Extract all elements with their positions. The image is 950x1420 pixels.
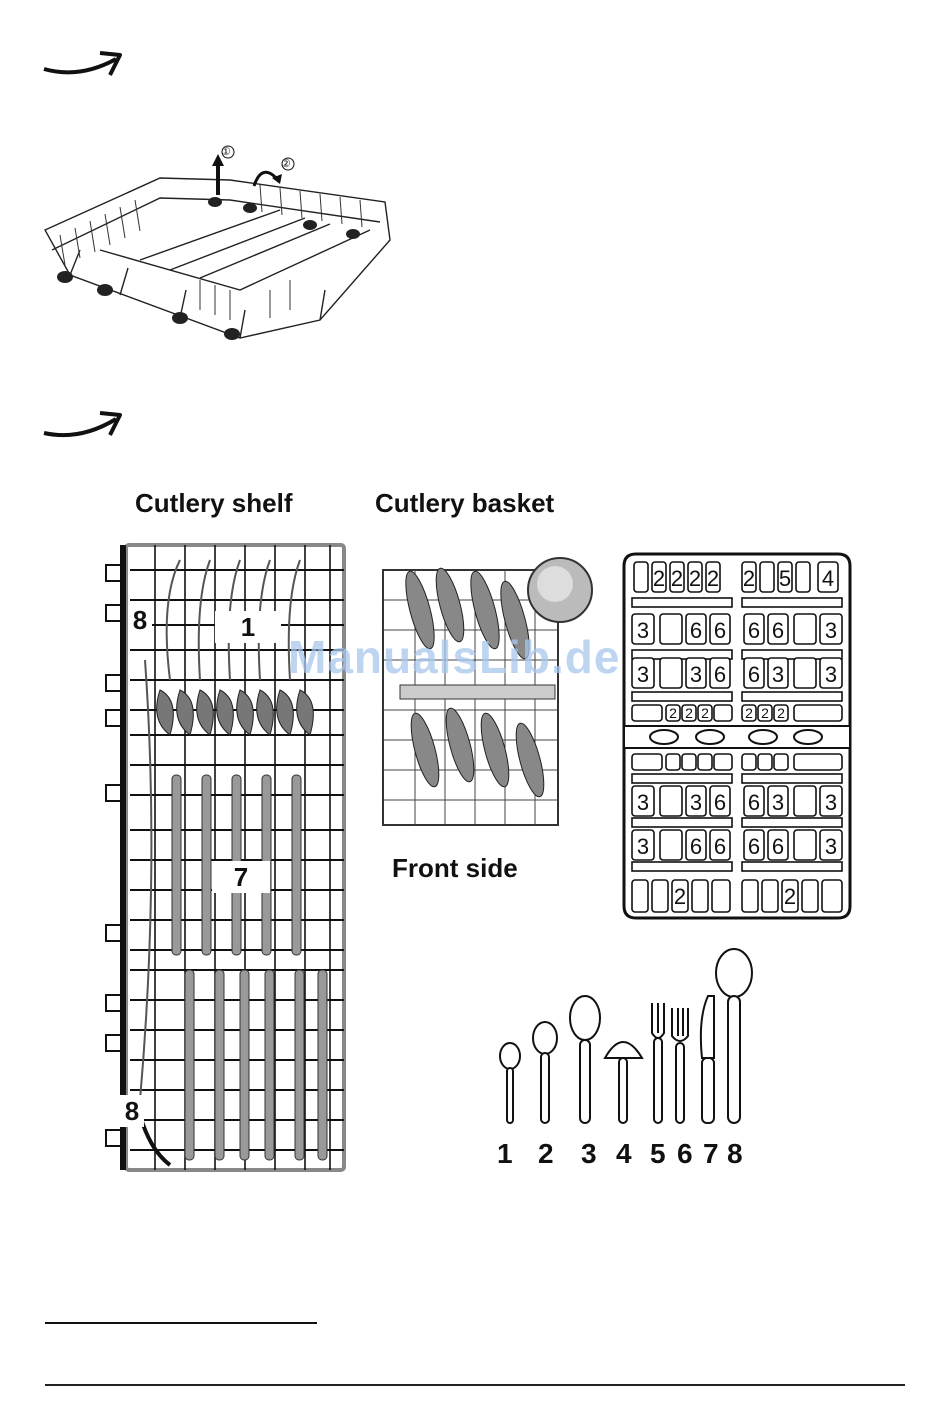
utensil-number: 8 bbox=[727, 1138, 743, 1170]
utensil-number: 3 bbox=[581, 1138, 597, 1170]
tray-small-2: 2 bbox=[701, 705, 709, 721]
tray-a1-5: 3 bbox=[825, 662, 837, 687]
page-bottom-divider bbox=[45, 1384, 905, 1386]
tray-small-5: 2 bbox=[777, 705, 785, 721]
tray-a1-1: 3 bbox=[690, 662, 702, 687]
utensil-number: 7 bbox=[703, 1138, 719, 1170]
tray-b0-5: 3 bbox=[825, 790, 837, 815]
tray-small-3: 2 bbox=[745, 705, 753, 721]
tray-b1-5: 3 bbox=[825, 834, 837, 859]
utensil-number: 4 bbox=[616, 1138, 632, 1170]
tray-a0-4: 6 bbox=[772, 618, 784, 643]
tray-top-0: 2 bbox=[653, 566, 665, 591]
tray-b1-4: 6 bbox=[772, 834, 784, 859]
step-label-2: ② bbox=[281, 157, 291, 170]
cutlery-basket-illustration bbox=[375, 550, 595, 830]
tray-a1-4: 3 bbox=[772, 662, 784, 687]
cutlery-shelf-title: Cutlery shelf bbox=[135, 488, 293, 519]
tray-b1-0: 3 bbox=[637, 834, 649, 859]
tray-top-3: 2 bbox=[743, 566, 755, 591]
tray-top-6: 4 bbox=[822, 566, 834, 591]
tray-top-5: 5 bbox=[779, 566, 791, 591]
utensil-number: 1 bbox=[497, 1138, 513, 1170]
cutlery-basket-title: Cutlery basket bbox=[375, 488, 554, 519]
shelf-label-7: 7 bbox=[212, 861, 270, 893]
tray-top-1: 2 bbox=[671, 566, 683, 591]
tray-b1-2: 6 bbox=[714, 834, 726, 859]
tray-top-2: 2 bbox=[707, 566, 719, 591]
cutlery-tray-map: 2 2 2 2 2 5 4 3 6 6 6 6 3 3 3 6 6 3 3 3 … bbox=[622, 550, 852, 922]
tray-b1-1: 6 bbox=[690, 834, 702, 859]
tray-small-4: 2 bbox=[761, 705, 769, 721]
step-label-1: ① bbox=[221, 145, 231, 158]
tray-bottom-0: 2 bbox=[674, 884, 686, 909]
tray-a0-3: 6 bbox=[748, 618, 760, 643]
tray-b0-2: 6 bbox=[714, 790, 726, 815]
tray-b0-0: 3 bbox=[637, 790, 649, 815]
utensils-illustration bbox=[490, 948, 770, 1128]
utensil-number: 6 bbox=[677, 1138, 693, 1170]
tray-b0-4: 3 bbox=[772, 790, 784, 815]
tray-a1-2: 6 bbox=[714, 662, 726, 687]
footnote-divider bbox=[45, 1322, 317, 1324]
tray-a0-5: 3 bbox=[825, 618, 837, 643]
watermark: ManualsLib.de bbox=[288, 630, 620, 684]
shelf-label-8-bottom: 8 bbox=[120, 1095, 144, 1127]
shelf-label-8-top: 8 bbox=[128, 604, 152, 636]
shelf-label-1: 1 bbox=[215, 611, 281, 643]
tray-a0-0: 3 bbox=[637, 618, 649, 643]
tray-b1-3: 6 bbox=[748, 834, 760, 859]
upper-basket-illustration bbox=[40, 140, 410, 350]
tray-a1-3: 6 bbox=[748, 662, 760, 687]
tray-top-4: 2 bbox=[689, 566, 701, 591]
tray-a1-0: 3 bbox=[637, 662, 649, 687]
tray-a0-1: 6 bbox=[690, 618, 702, 643]
tray-bottom-1: 2 bbox=[784, 884, 796, 909]
tray-b0-3: 6 bbox=[748, 790, 760, 815]
tray-small-1: 2 bbox=[685, 705, 693, 721]
utensil-number: 5 bbox=[650, 1138, 666, 1170]
tray-b0-1: 3 bbox=[690, 790, 702, 815]
arrow-right-icon bbox=[40, 405, 125, 450]
front-side-label: Front side bbox=[392, 853, 518, 884]
tray-small-0: 2 bbox=[669, 705, 677, 721]
tray-a0-2: 6 bbox=[714, 618, 726, 643]
arrow-right-icon bbox=[40, 45, 125, 90]
utensil-number: 2 bbox=[538, 1138, 554, 1170]
